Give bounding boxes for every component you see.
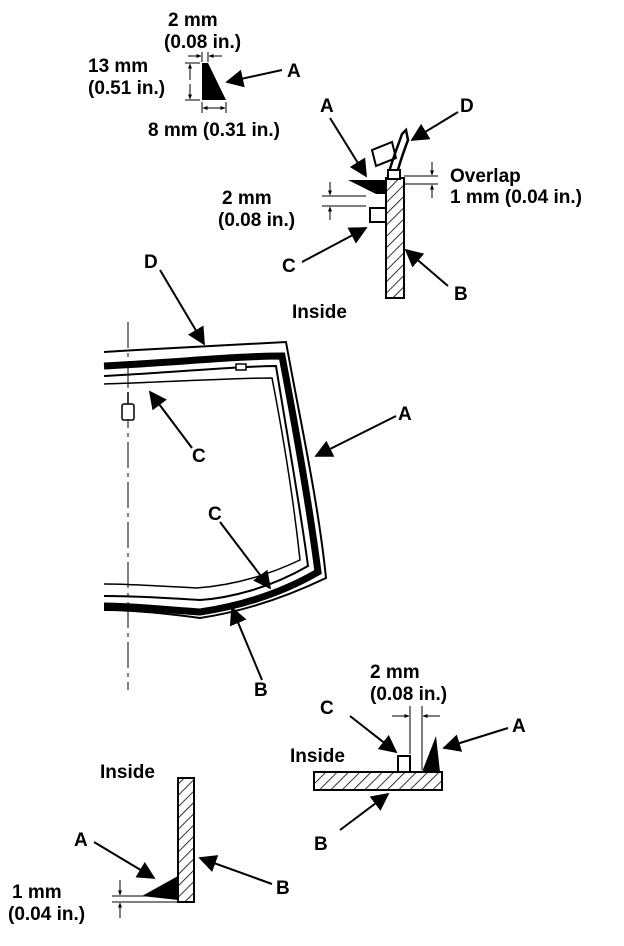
callout-c-windshield-top: C <box>192 446 206 467</box>
lower-right-section <box>313 706 509 831</box>
callout-b-windshield: B <box>254 680 268 701</box>
inside-label-lower-left: Inside <box>100 762 155 783</box>
profile-width-in: (0.08 in.) <box>164 32 241 53</box>
body-panel-lower <box>313 771 443 791</box>
callout-a-windshield: A <box>398 404 412 425</box>
profile-height-in: (0.51 in.) <box>88 78 165 99</box>
upper-gap-mm: 2 mm <box>222 188 272 209</box>
body-panel-left <box>177 777 195 903</box>
leader-a-profile <box>225 69 283 88</box>
left-dim-in: (0.04 in.) <box>8 904 85 925</box>
callout-c-upper: C <box>282 256 296 277</box>
adhesive-profile-detail <box>185 52 283 113</box>
callout-c-windshield-side: C <box>208 504 222 525</box>
callout-b-left: B <box>276 878 290 899</box>
glass-opening <box>103 377 301 589</box>
dam-upper <box>369 207 387 223</box>
callout-b-upper: B <box>454 284 468 305</box>
callout-a-lower: A <box>512 716 526 737</box>
adhesive-bead-upper <box>348 180 386 194</box>
inside-label-lower-right: Inside <box>290 746 345 767</box>
windshield-view <box>103 269 397 690</box>
callout-a-upper: A <box>320 96 334 117</box>
lower-gap-mm: 2 mm <box>370 662 420 683</box>
lower-left-section <box>93 777 273 918</box>
callout-a-profile: A <box>287 61 301 82</box>
adhesive-bead-lower <box>422 736 440 772</box>
profile-base-dimension: 8 mm (0.31 in.) <box>148 120 280 141</box>
molding-outer <box>103 340 328 620</box>
profile-height-mm: 13 mm <box>88 56 148 77</box>
body-panel <box>385 177 405 299</box>
upper-gap-in: (0.08 in.) <box>218 210 295 231</box>
profile-width-mm: 2 mm <box>168 10 218 31</box>
callout-a-left: A <box>74 830 88 851</box>
dam-lower <box>397 755 411 773</box>
overlap-value: 1 mm (0.04 in.) <box>450 187 582 208</box>
callout-d-windshield: D <box>144 252 158 273</box>
adhesive-bead-left <box>142 876 178 900</box>
overlap-label: Overlap <box>450 166 521 187</box>
callout-b-lower: B <box>314 834 328 855</box>
adhesive-bead-profile <box>202 63 226 100</box>
inside-label-upper: Inside <box>292 302 347 323</box>
dam-bead <box>103 364 310 602</box>
molding-clip <box>370 140 398 168</box>
mirror-mount <box>121 403 135 421</box>
left-dim-mm: 1 mm <box>12 882 62 903</box>
adhesive-bead <box>103 352 322 616</box>
upper-molding-section <box>301 111 459 299</box>
lower-gap-in: (0.08 in.) <box>370 684 447 705</box>
callout-c-lower: C <box>320 698 334 719</box>
callout-d-upper: D <box>460 96 474 117</box>
